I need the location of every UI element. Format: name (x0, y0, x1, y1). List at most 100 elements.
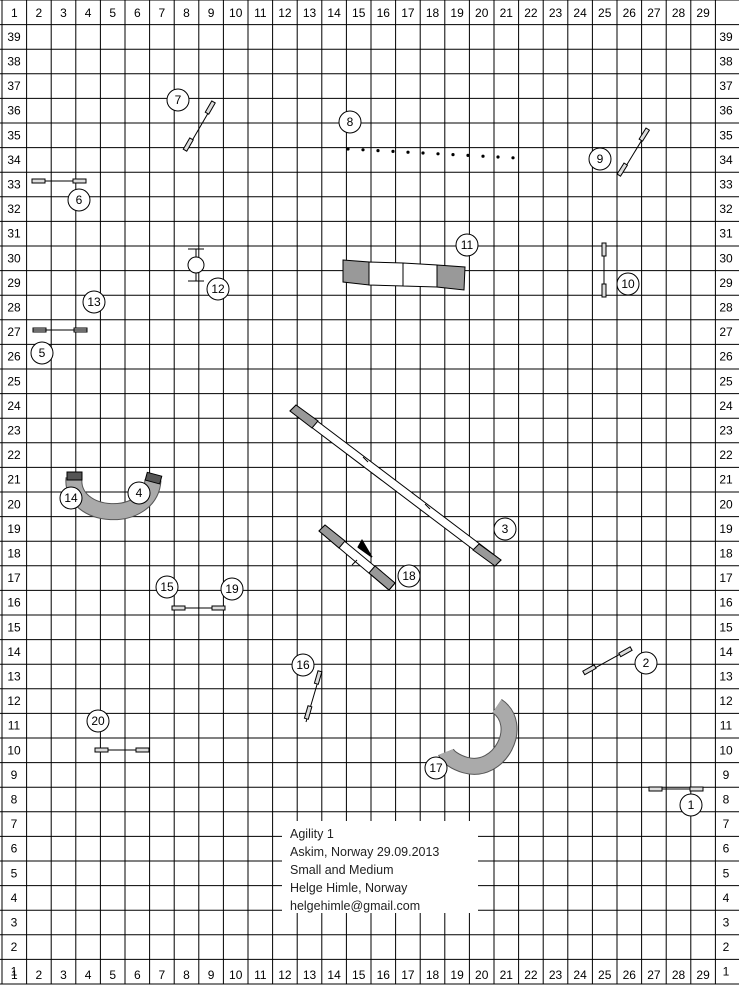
hurdle-7 (182, 100, 216, 152)
obstacle-number-label: 15 (160, 580, 174, 594)
obstacle-number-9: 9 (588, 147, 612, 171)
hurdle-2 (582, 646, 633, 676)
column-label: 15 (352, 6, 366, 20)
obstacle-number-label: 1 (688, 798, 695, 812)
row-label: 18 (7, 547, 21, 561)
a-frame-11 (342, 259, 466, 291)
row-label: 36 (719, 104, 733, 118)
column-label: 4 (85, 968, 92, 982)
column-label: 18 (426, 6, 440, 20)
row-label: 37 (719, 79, 733, 93)
row-labels-right: 3938373635343332313029282726252423222120… (719, 30, 733, 979)
weave-pole (481, 154, 485, 158)
row-label: 21 (719, 473, 733, 487)
column-label: 24 (573, 968, 587, 982)
row-label: 7 (11, 817, 18, 831)
row-label: 38 (7, 55, 21, 69)
row-label: 6 (11, 842, 18, 856)
row-label: 15 (719, 620, 733, 634)
info-email: helgehimle@gmail.com (290, 899, 421, 913)
column-label: 25 (598, 968, 612, 982)
row-label: 22 (719, 448, 733, 462)
row-label: 2 (723, 940, 730, 954)
row-label: 39 (7, 30, 21, 44)
column-label: 8 (183, 968, 190, 982)
obstacle-number-16: 16 (291, 653, 315, 677)
obstacle-number-15: 15 (155, 575, 179, 599)
column-label: 1 (11, 968, 18, 982)
column-label: 1 (11, 6, 18, 20)
obstacle-number-7: 7 (166, 88, 190, 112)
obstacle-number-4: 4 (127, 481, 151, 505)
info-title: Agility 1 (290, 827, 334, 841)
column-label: 28 (672, 968, 686, 982)
obstacle-number-1: 1 (679, 793, 703, 817)
column-label: 15 (352, 968, 366, 982)
row-label: 32 (7, 202, 21, 216)
column-label: 3 (60, 968, 67, 982)
row-label: 13 (7, 670, 21, 684)
row-label: 15 (7, 620, 21, 634)
row-label: 26 (7, 350, 21, 364)
column-label: 24 (573, 6, 587, 20)
weave-pole (376, 149, 380, 153)
row-label: 28 (719, 301, 733, 315)
column-label: 25 (598, 6, 612, 20)
column-label: 29 (696, 6, 710, 20)
row-label: 28 (7, 301, 21, 315)
column-label: 22 (524, 6, 538, 20)
weave-pole (361, 148, 365, 152)
row-label: 22 (7, 448, 21, 462)
row-label: 39 (719, 30, 733, 44)
row-label: 31 (719, 227, 733, 241)
column-label: 13 (303, 6, 317, 20)
tire-12 (187, 248, 205, 282)
row-label: 25 (719, 374, 733, 388)
column-label: 12 (278, 6, 292, 20)
weave-poles-8 (346, 147, 515, 160)
obstacle-number-3: 3 (493, 517, 517, 541)
row-label: 17 (7, 571, 21, 585)
obstacle-number-10: 10 (616, 272, 640, 296)
column-label: 13 (303, 968, 317, 982)
info-location-date: Askim, Norway 29.09.2013 (290, 845, 440, 859)
row-label: 11 (8, 719, 21, 733)
obstacle-number-label: 9 (597, 152, 604, 166)
row-label: 8 (723, 793, 730, 807)
column-label: 9 (208, 968, 215, 982)
column-label: 19 (450, 6, 464, 20)
column-label: 3 (60, 6, 67, 20)
obstacle-number-13: 13 (82, 290, 106, 314)
weave-pole (421, 151, 425, 155)
row-label: 24 (719, 399, 733, 413)
obstacle-number-6: 6 (67, 188, 91, 212)
hurdle-15-19 (171, 605, 226, 611)
row-label: 11 (720, 719, 733, 733)
row-label: 27 (7, 325, 21, 339)
obstacle-number-label: 11 (461, 238, 474, 252)
row-label: 35 (719, 128, 733, 142)
row-label: 10 (719, 743, 733, 757)
row-label: 16 (7, 596, 21, 610)
column-label: 23 (549, 968, 563, 982)
obstacle-number-label: 19 (225, 582, 239, 596)
row-label: 29 (7, 276, 21, 290)
row-label: 4 (723, 891, 730, 905)
obstacle-number-label: 6 (76, 193, 83, 207)
row-label: 33 (719, 178, 733, 192)
obstacle-number-20: 20 (86, 709, 110, 733)
row-label: 30 (719, 251, 733, 265)
column-label: 2 (36, 6, 43, 20)
hurdle-1 (648, 786, 704, 792)
row-label: 2 (11, 940, 18, 954)
obstacle-number-label: 10 (621, 277, 635, 291)
column-label: 26 (623, 968, 637, 982)
row-label: 31 (7, 227, 21, 241)
row-label: 20 (719, 497, 733, 511)
row-label: 38 (719, 55, 733, 69)
seesaw-18 (318, 524, 396, 591)
column-label: 5 (109, 968, 116, 982)
obstacle-number-label: 4 (136, 486, 143, 500)
obstacle-number-2: 2 (634, 651, 658, 675)
